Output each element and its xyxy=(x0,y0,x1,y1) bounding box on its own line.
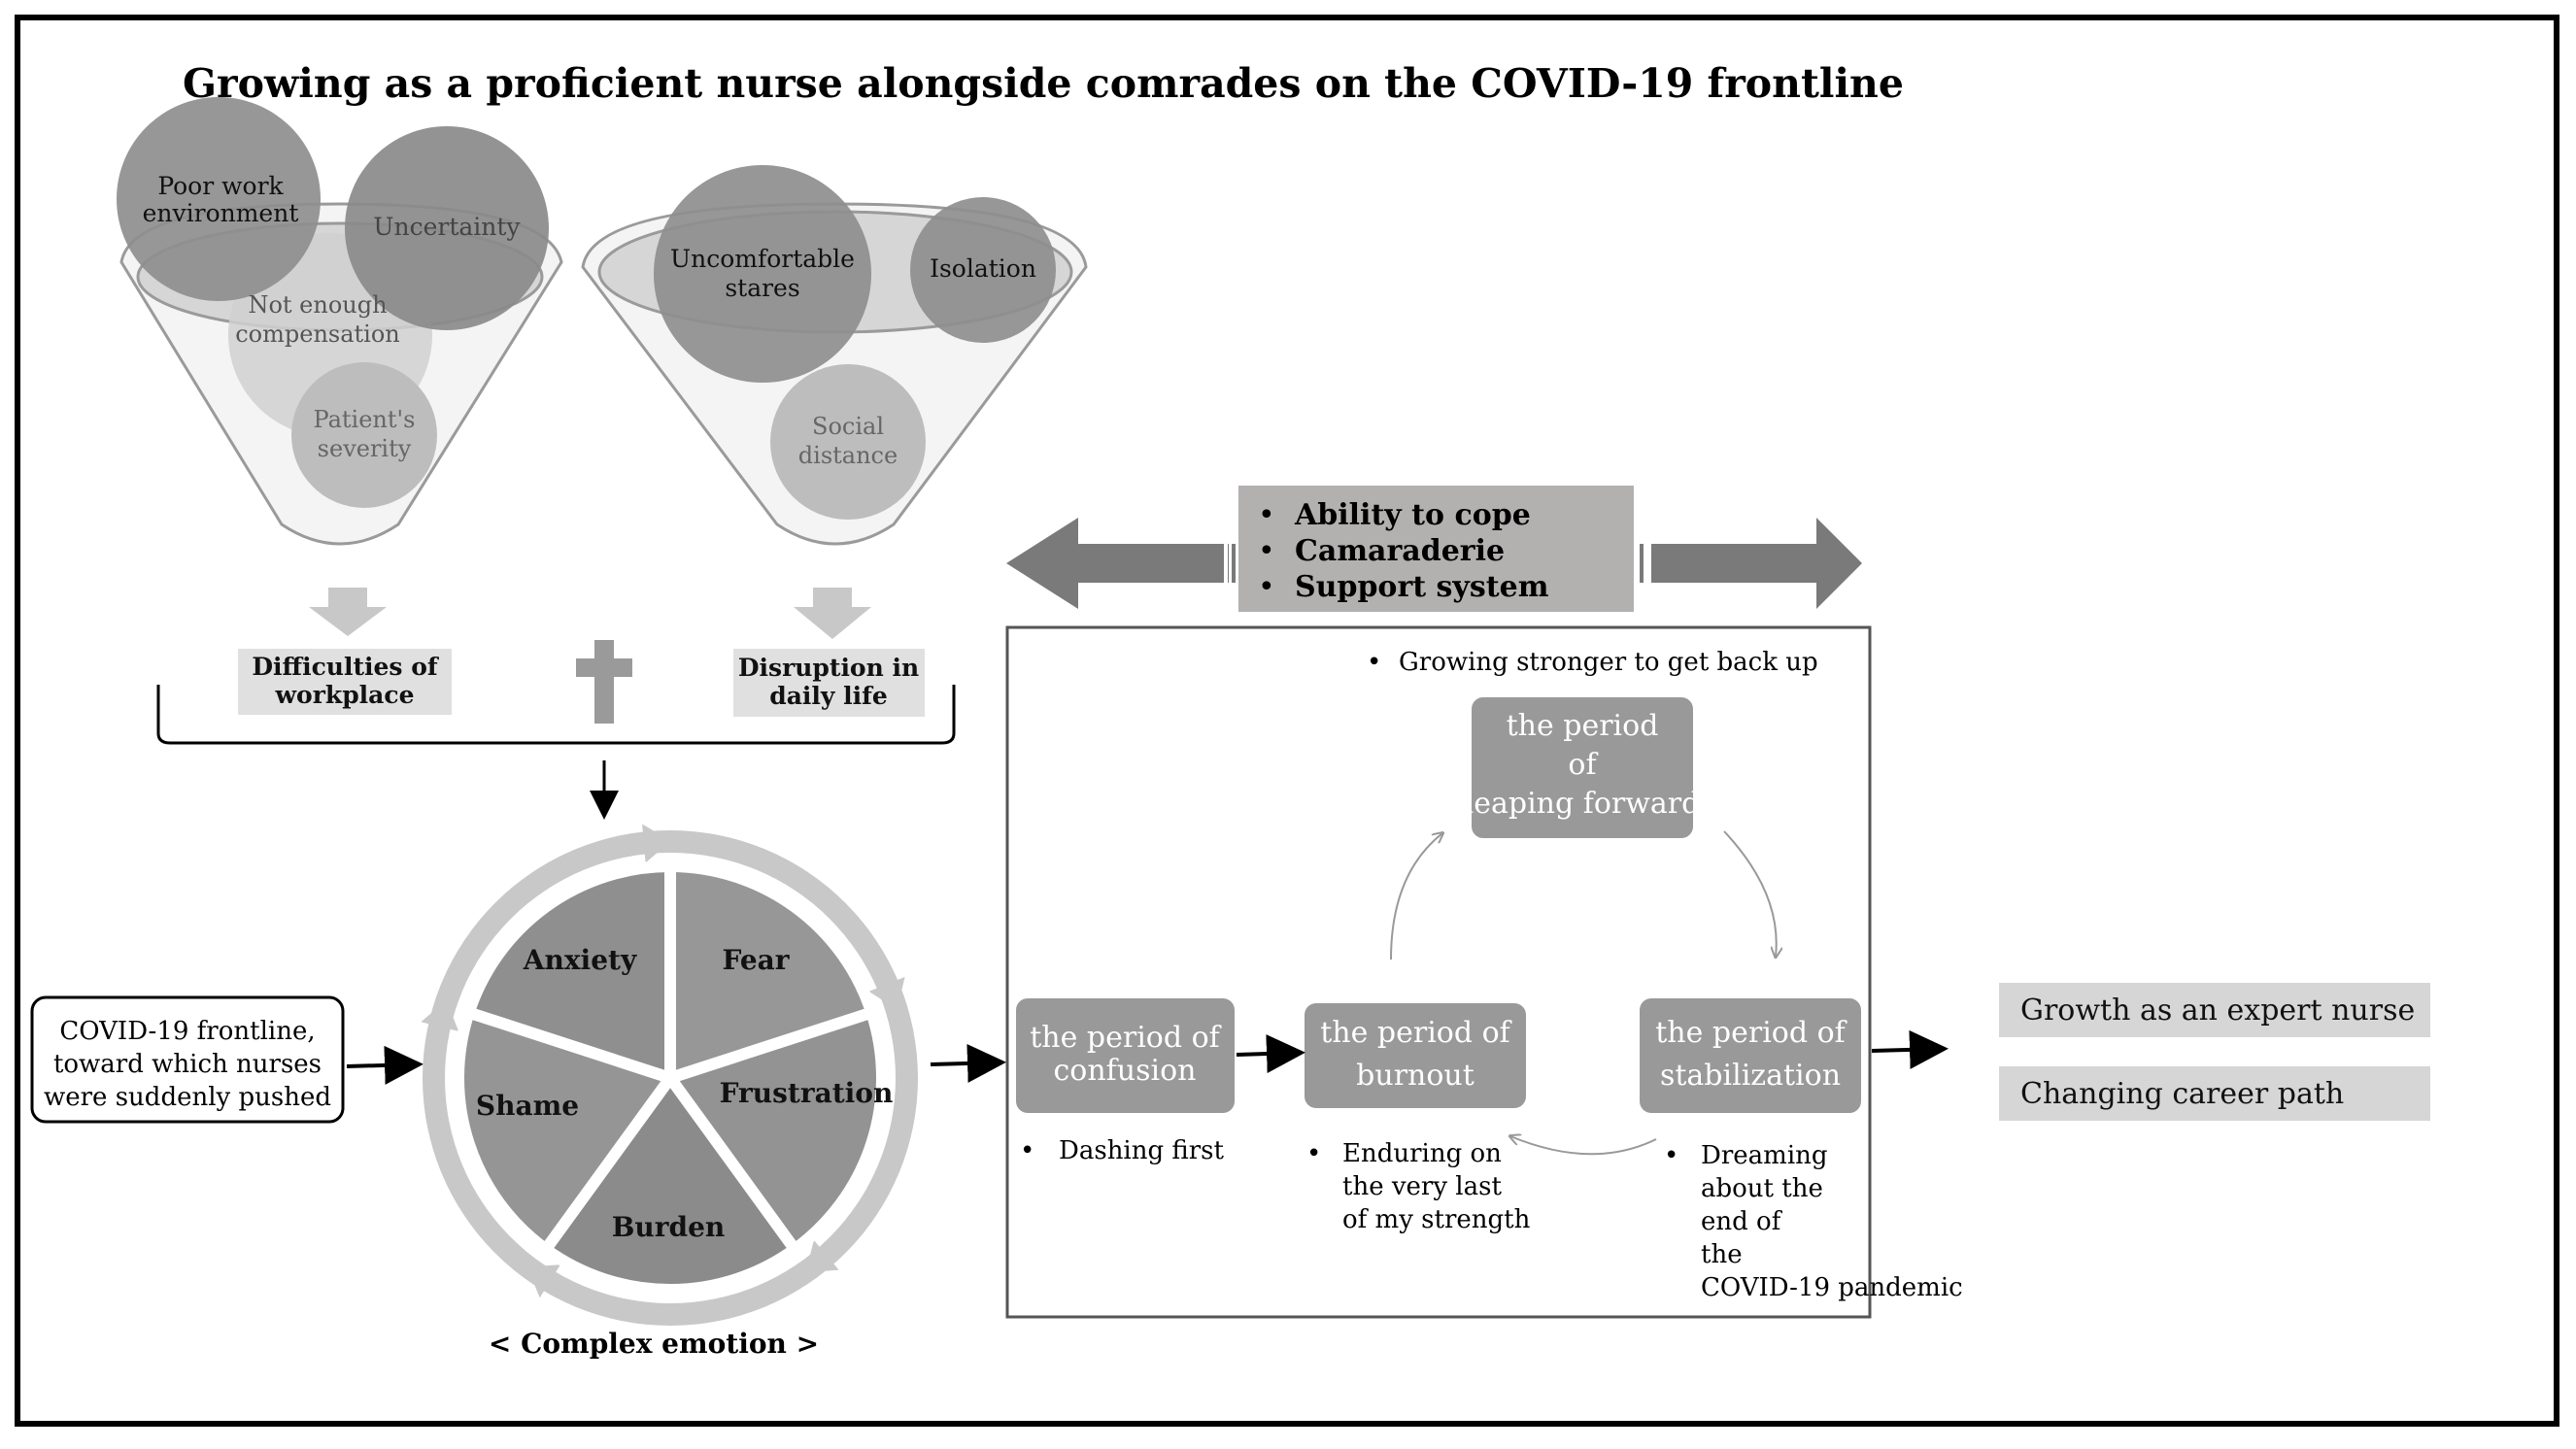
bullet-stabilization: • xyxy=(1664,1141,1678,1170)
support-bullet: • xyxy=(1258,570,1275,604)
box-periods xyxy=(1005,625,1872,1319)
support-item: Camaraderie xyxy=(1295,534,1505,568)
emotion-segment xyxy=(661,1005,888,1258)
emotion-cycle: Anxiety Fear Frustration Burden Shame xyxy=(421,824,918,1326)
right-arrow-head xyxy=(1651,518,1862,609)
double-arrow-support xyxy=(1006,518,1862,609)
arrow-leaping-to-stabilization xyxy=(1723,830,1777,957)
cycle-arrowhead xyxy=(421,999,459,1031)
cycle-arrowhead xyxy=(805,1239,839,1273)
label-isolation: Isolation xyxy=(930,254,1036,283)
support-bullet: • xyxy=(1258,534,1275,568)
label-frustration: Frustration xyxy=(720,1077,894,1109)
label-shame: Shame xyxy=(476,1090,579,1122)
emotion-segment xyxy=(453,1005,680,1258)
arrow-to-outcomes xyxy=(1871,1029,1949,1069)
note-leaping: Growing stronger to get back up xyxy=(1399,648,1818,677)
cycle-arrowhead xyxy=(642,824,671,863)
arrow-burnout-to-leaping xyxy=(1390,833,1442,960)
circle-poor-work-environment xyxy=(117,97,321,301)
support-item: Support system xyxy=(1295,570,1549,604)
arrow-confusion-to-burnout xyxy=(1236,1034,1305,1074)
bullet-leaping: • xyxy=(1367,648,1381,677)
label-anxiety: Anxiety xyxy=(523,944,637,976)
down-arrow-workplace xyxy=(309,588,387,636)
box-disruption-in-daily-life xyxy=(733,649,925,717)
circle-isolation xyxy=(910,197,1056,343)
note-confusion: Dashing first xyxy=(1059,1136,1225,1165)
label-burden: Burden xyxy=(612,1211,726,1243)
support-list: • Ability to cope • Camaraderie • Support sys… xyxy=(1258,498,1549,604)
support-bullet: • xyxy=(1258,498,1275,532)
left-arrow-head xyxy=(1006,518,1229,609)
down-arrow-daily-life xyxy=(794,588,871,639)
emotion-caption: < Complex emotion > xyxy=(489,1328,819,1360)
bullet-burnout: • xyxy=(1306,1139,1321,1168)
plus-icon xyxy=(576,640,632,724)
emotion-segment xyxy=(537,1067,803,1296)
outcome-career xyxy=(1999,1066,2430,1121)
box-difficulties-of-workplace xyxy=(238,649,452,715)
label-fear: Fear xyxy=(722,944,790,976)
period-confusion xyxy=(1016,998,1235,1113)
bullet-confusion: • xyxy=(1020,1136,1034,1165)
period-leaping-forward xyxy=(1472,697,1693,838)
cycle-arrowhead xyxy=(526,1264,560,1298)
box-support xyxy=(1238,486,1634,612)
arrow-emotions-to-periods xyxy=(930,1043,1006,1083)
label-uncertainty: Uncertainty xyxy=(373,213,521,241)
circle-social-distance xyxy=(770,364,926,520)
period-burnout xyxy=(1305,1003,1526,1108)
label-outcome-growth: Growth as an expert nurse xyxy=(2020,994,2415,1028)
label-outcome-career: Changing career path xyxy=(2020,1077,2344,1111)
support-item: Ability to cope xyxy=(1294,498,1531,532)
cycle-arrowhead xyxy=(868,976,905,1010)
bracket-combine xyxy=(156,685,956,745)
outcome-growth xyxy=(1999,983,2430,1037)
diagram-title: Growing as a proficient nurse alongside … xyxy=(183,60,1904,107)
box-covid-frontline xyxy=(30,995,345,1124)
arrow-start-to-emotions xyxy=(346,1045,424,1085)
period-stabilization xyxy=(1640,998,1861,1113)
arrow-stabilization-to-burnout xyxy=(1510,1136,1657,1156)
circle-uncomfortable-stares xyxy=(654,165,871,383)
circle-uncertainty xyxy=(345,126,549,330)
circle-patient-severity xyxy=(291,362,437,508)
